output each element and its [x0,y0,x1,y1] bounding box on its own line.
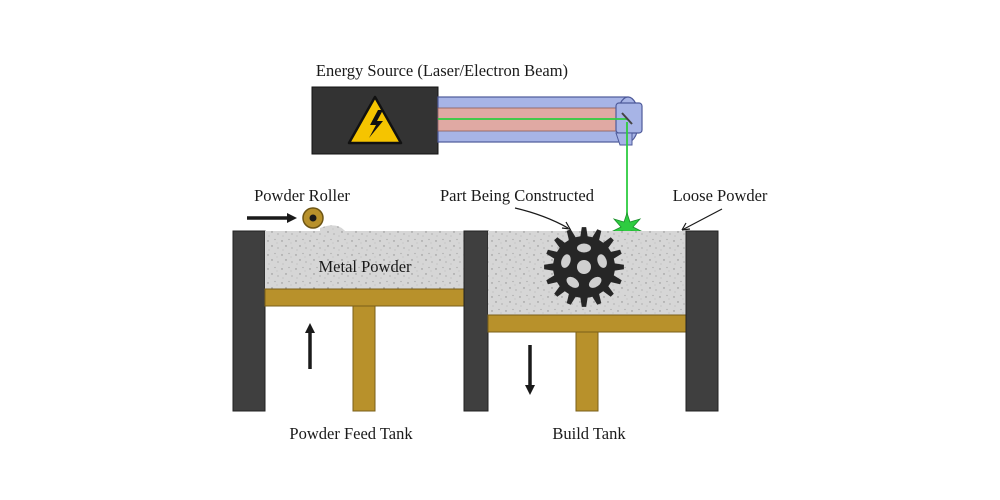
feed-piston-plate [264,288,465,307]
loose-powder-leader-arrowhead [681,222,691,231]
gear-hub [577,260,591,274]
loose-powder-label: Loose Powder [673,186,768,205]
part-leader-arrowhead [561,221,572,230]
build-tank-right-wall [685,230,719,412]
gear-hole [577,243,591,253]
build-piston-rod [575,331,599,412]
gear-hole [597,254,607,268]
gear-hole [588,276,602,288]
powder-mound [320,225,346,232]
metal-powder-bed [265,231,464,289]
gear-hole [566,276,580,288]
high-voltage-warning-icon [347,95,403,145]
part-being-constructed-label: Part Being Constructed [440,186,595,205]
divider-wall [463,230,489,412]
powder-feed-tank: Metal Powder [232,230,465,412]
feed-tank-left-wall [232,230,266,412]
loose-powder-leader-line [681,208,723,231]
feed-piston-rod [352,305,376,412]
beam-delivery-tube [437,96,643,146]
build-tank-label: Build Tank [552,424,626,443]
gear-hole [561,254,571,268]
energy-source [311,86,439,155]
build-piston-plate [487,314,687,333]
part-leader-line [514,207,569,229]
powder-roller [302,207,324,229]
metal-powder-label: Metal Powder [318,257,412,276]
gear-part-icon [544,227,624,307]
build-tank [487,227,719,412]
powder-roller-label: Powder Roller [254,186,350,205]
powder-feed-tank-label: Powder Feed Tank [289,424,413,443]
energy-source-label: Energy Source (Laser/Electron Beam) [316,61,568,80]
